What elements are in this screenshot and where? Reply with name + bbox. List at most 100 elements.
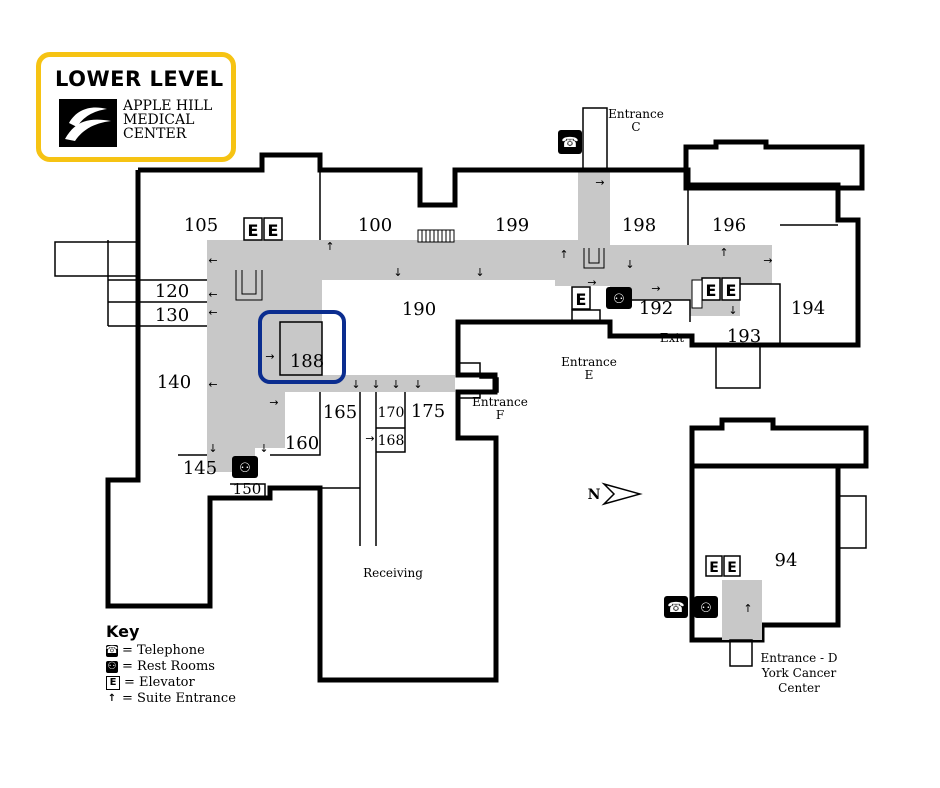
- room-165: 165: [323, 402, 357, 423]
- svg-text:↑: ↑: [743, 602, 752, 615]
- key-label-suite-entrance: = Suite Entrance: [122, 691, 236, 706]
- svg-text:E: E: [727, 560, 737, 576]
- svg-text:→: →: [651, 282, 660, 295]
- map-key: Key ☎ = Telephone ⚇ = Rest Rooms E = Ele…: [106, 622, 236, 707]
- room-168: 168: [378, 433, 405, 449]
- room-194: 194: [791, 298, 825, 319]
- key-title: Key: [106, 622, 140, 641]
- svg-text:E: E: [268, 221, 279, 240]
- room-193: 193: [727, 326, 761, 347]
- svg-text:E: E: [709, 560, 719, 576]
- svg-text:↓: ↓: [413, 378, 422, 391]
- telephone-icon: ☎: [558, 130, 582, 154]
- logo-line-2: MEDICAL: [123, 112, 195, 128]
- key-label-restroom: = Rest Rooms: [122, 659, 215, 674]
- svg-text:↓: ↓: [259, 442, 268, 455]
- svg-text:→: →: [265, 350, 274, 363]
- cancer-center-building: [689, 417, 869, 667]
- svg-text:☎: ☎: [561, 135, 578, 151]
- entrance-labels: Entrance C Entrance E Entrance F Entranc…: [363, 107, 837, 695]
- svg-text:↓: ↓: [391, 378, 400, 391]
- room-192: 192: [639, 298, 673, 319]
- room-175: 175: [411, 401, 445, 422]
- partitions: [54, 107, 838, 546]
- room-130: 130: [155, 305, 189, 326]
- logo-line-3: CENTER: [123, 126, 187, 142]
- room-170: 170: [378, 405, 405, 421]
- room-150: 150: [233, 480, 262, 498]
- logo-text: APPLE HILL MEDICAL CENTER: [123, 99, 212, 141]
- restroom-icon: ⚇: [232, 456, 258, 478]
- svg-text:↓: ↓: [393, 266, 402, 279]
- svg-text:→: →: [365, 432, 374, 445]
- highlight-box-188: [258, 310, 346, 384]
- svg-text:↓: ↓: [371, 378, 380, 391]
- restroom-icon: ⚇: [694, 596, 718, 618]
- entrance-d-line2: York Cancer: [761, 666, 837, 680]
- room-120: 120: [155, 281, 189, 302]
- room-199: 199: [495, 215, 529, 236]
- svg-text:↓: ↓: [208, 442, 217, 455]
- svg-text:←: ←: [208, 288, 217, 301]
- corridors: [207, 170, 772, 472]
- room-labels: 105 100 199 198 196 194 120 130 190 192 …: [155, 215, 825, 571]
- svg-text:→: →: [763, 254, 772, 267]
- stairs-icon: [235, 229, 703, 309]
- svg-text:←: ←: [208, 254, 217, 267]
- svg-text:↓: ↓: [728, 304, 737, 317]
- apple-hill-logo-icon: [59, 99, 117, 147]
- elevator-icon: E E: [701, 277, 741, 301]
- level-title: LOWER LEVEL: [55, 67, 224, 91]
- north-label: N: [588, 487, 601, 503]
- room-140: 140: [157, 372, 191, 393]
- suite-entrance-arrows: ← ← ← ← ↓ ↓ → → ↑ ↓ ↓ ↑ → ↓ ↑ → ↓ → → ↓ …: [208, 176, 772, 615]
- svg-text:→: →: [587, 276, 596, 289]
- key-label-telephone: = Telephone: [122, 643, 205, 658]
- level-logo-box: LOWER LEVEL APPLE HILL MEDICAL CENTER: [36, 52, 236, 162]
- entrance-d-line3: Center: [778, 681, 820, 695]
- elevator-icon: E: [571, 286, 591, 310]
- key-label-elevator: = Elevator: [124, 675, 195, 690]
- entrance-d-label: Entrance - D: [760, 651, 837, 665]
- elevator-icon: E: [106, 676, 120, 690]
- entrance-c-label: Entrance: [608, 107, 664, 121]
- svg-text:↓: ↓: [475, 266, 484, 279]
- main-building-walls: [105, 139, 865, 683]
- svg-text:⚇: ⚇: [239, 461, 251, 476]
- entrance-f-label: Entrance: [472, 395, 528, 409]
- elevator-icon: E E: [243, 217, 283, 241]
- elevator-icon: E E: [705, 555, 741, 577]
- svg-text:⚇: ⚇: [613, 292, 625, 307]
- svg-text:↓: ↓: [625, 258, 634, 271]
- entrance-e-letter: E: [585, 368, 594, 382]
- room-100: 100: [358, 215, 392, 236]
- key-row-elevator: E = Elevator: [106, 675, 236, 691]
- svg-text:E: E: [576, 290, 587, 309]
- room-105: 105: [184, 215, 218, 236]
- room-145: 145: [183, 458, 217, 479]
- key-row-telephone: ☎ = Telephone: [106, 643, 236, 659]
- svg-text:↑: ↑: [559, 248, 568, 261]
- room-190: 190: [402, 299, 436, 320]
- room-198: 198: [622, 215, 656, 236]
- svg-text:⚇: ⚇: [700, 601, 712, 616]
- telephone-icon: ☎: [105, 645, 119, 657]
- svg-text:E: E: [726, 281, 737, 300]
- north-arrow: N: [588, 482, 643, 506]
- room-94: 94: [775, 550, 798, 571]
- svg-text:→: →: [595, 176, 604, 189]
- key-row-restroom: ⚇ = Rest Rooms: [106, 659, 236, 675]
- room-196: 196: [712, 215, 746, 236]
- svg-text:→: →: [269, 396, 278, 409]
- svg-text:↑: ↑: [719, 246, 728, 259]
- room-188: 188: [290, 351, 324, 372]
- restroom-icon: ⚇: [606, 287, 632, 309]
- key-row-suite-entrance: ↑ = Suite Entrance: [106, 691, 236, 707]
- entrance-e-label: Entrance: [561, 355, 617, 369]
- restroom-icon: ⚇: [106, 661, 118, 673]
- svg-text:E: E: [706, 281, 717, 300]
- telephone-icon: ☎: [664, 596, 688, 618]
- logo-line-1: APPLE HILL: [123, 98, 213, 114]
- svg-text:←: ←: [208, 306, 217, 319]
